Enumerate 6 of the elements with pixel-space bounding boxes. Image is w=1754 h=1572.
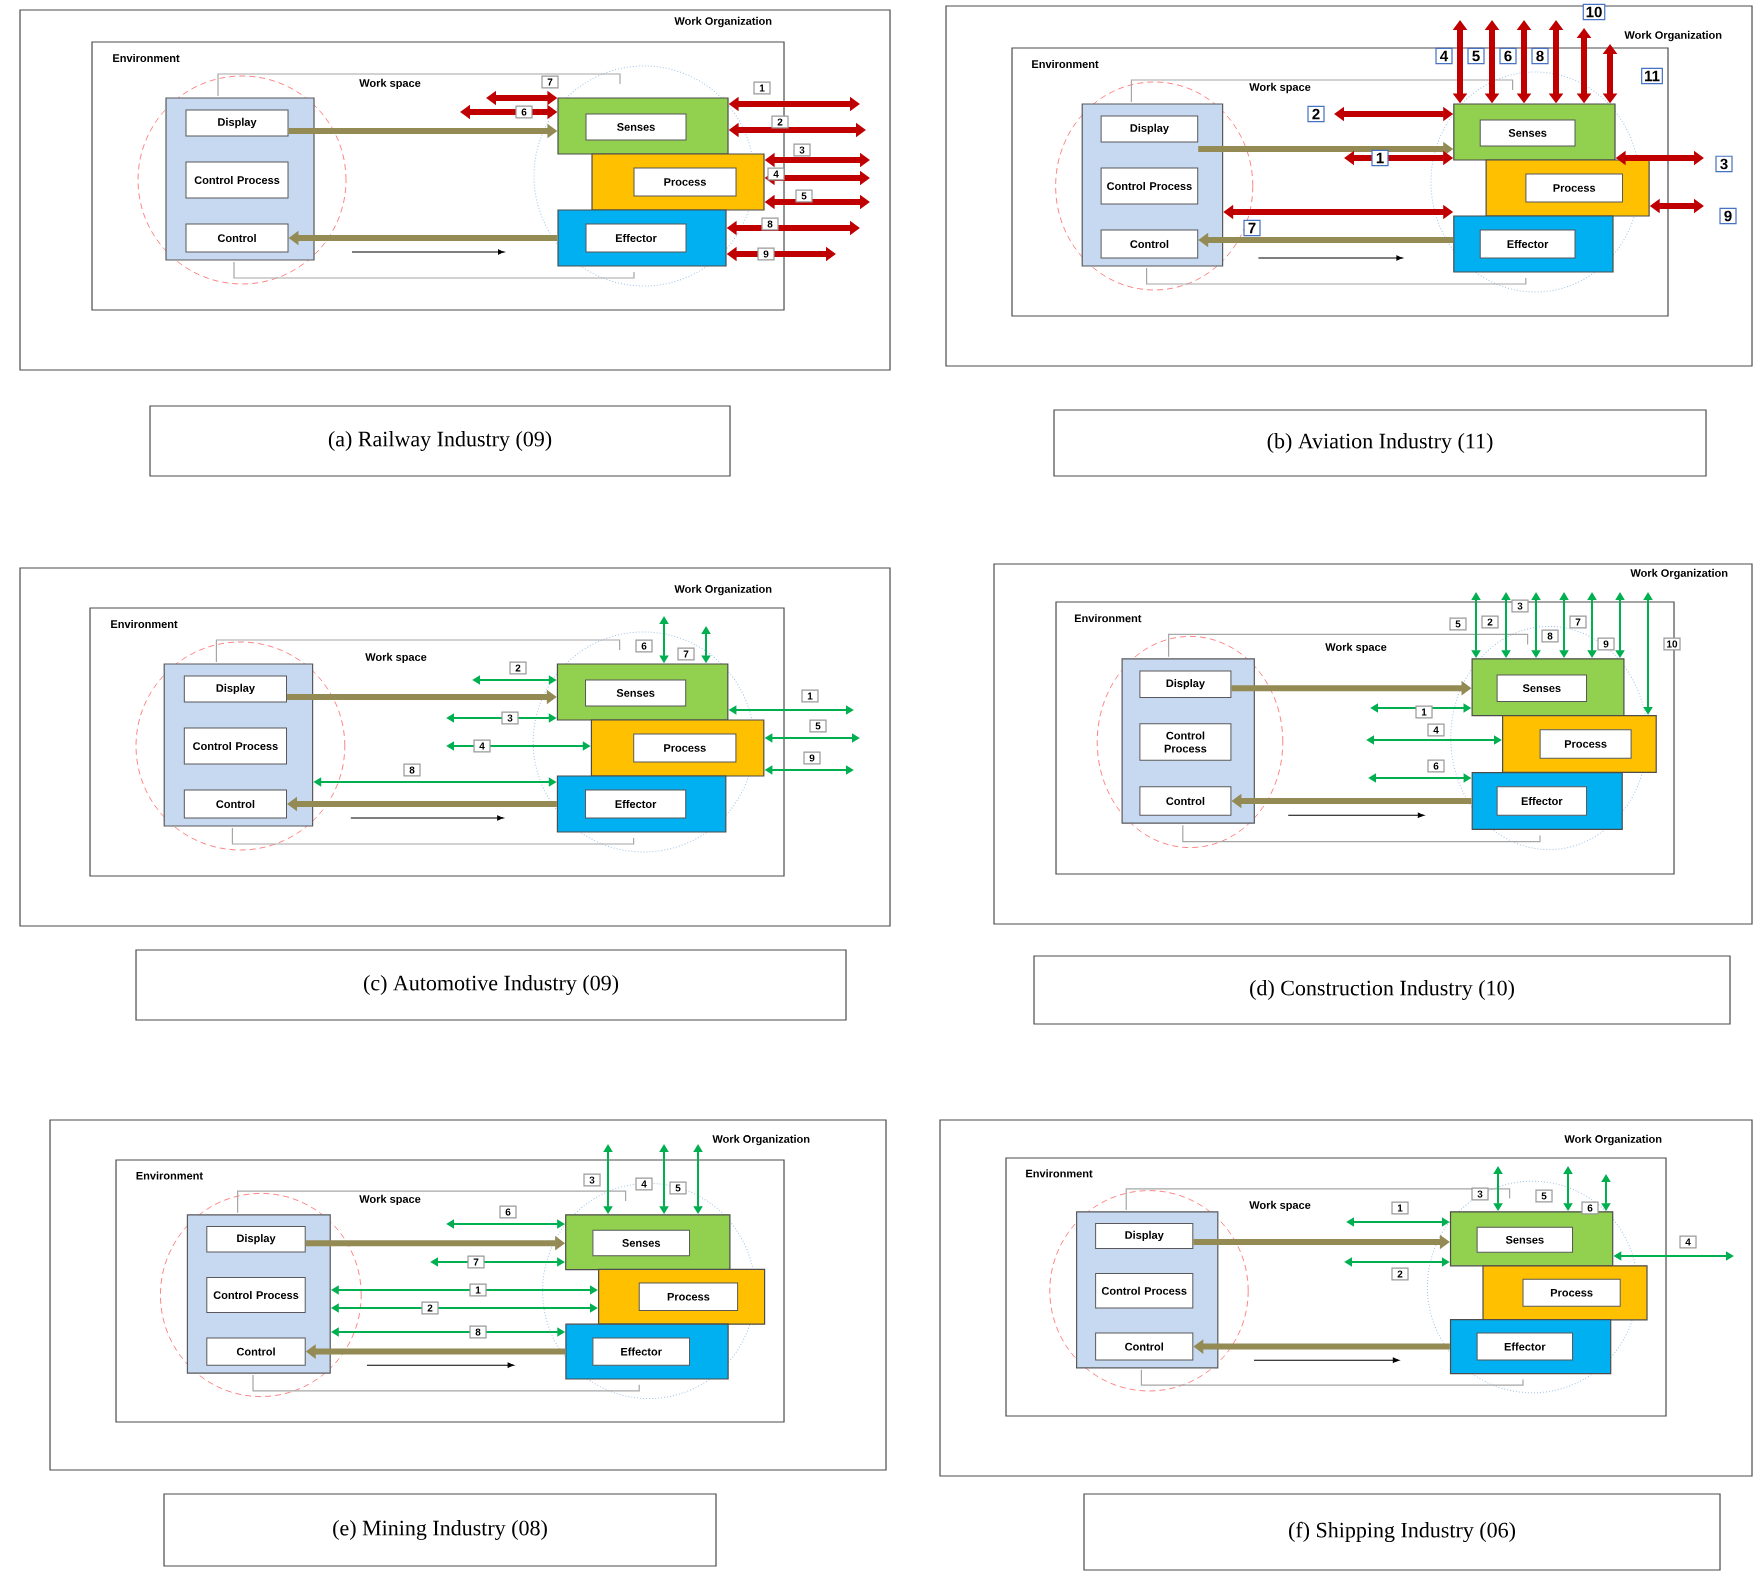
caption-box: (e) Mining Industry (08)	[163, 1493, 717, 1567]
caption-box: (c) Automotive Industry (09)	[135, 949, 847, 1021]
caption-box: (f) Shipping Industry (06)	[1083, 1493, 1721, 1571]
caption-box: (a) Railway Industry (09)	[149, 405, 731, 477]
caption-box: (d) Construction Industry (10)	[1033, 955, 1731, 1025]
caption-box: (b) Aviation Industry (11)	[1053, 409, 1707, 477]
